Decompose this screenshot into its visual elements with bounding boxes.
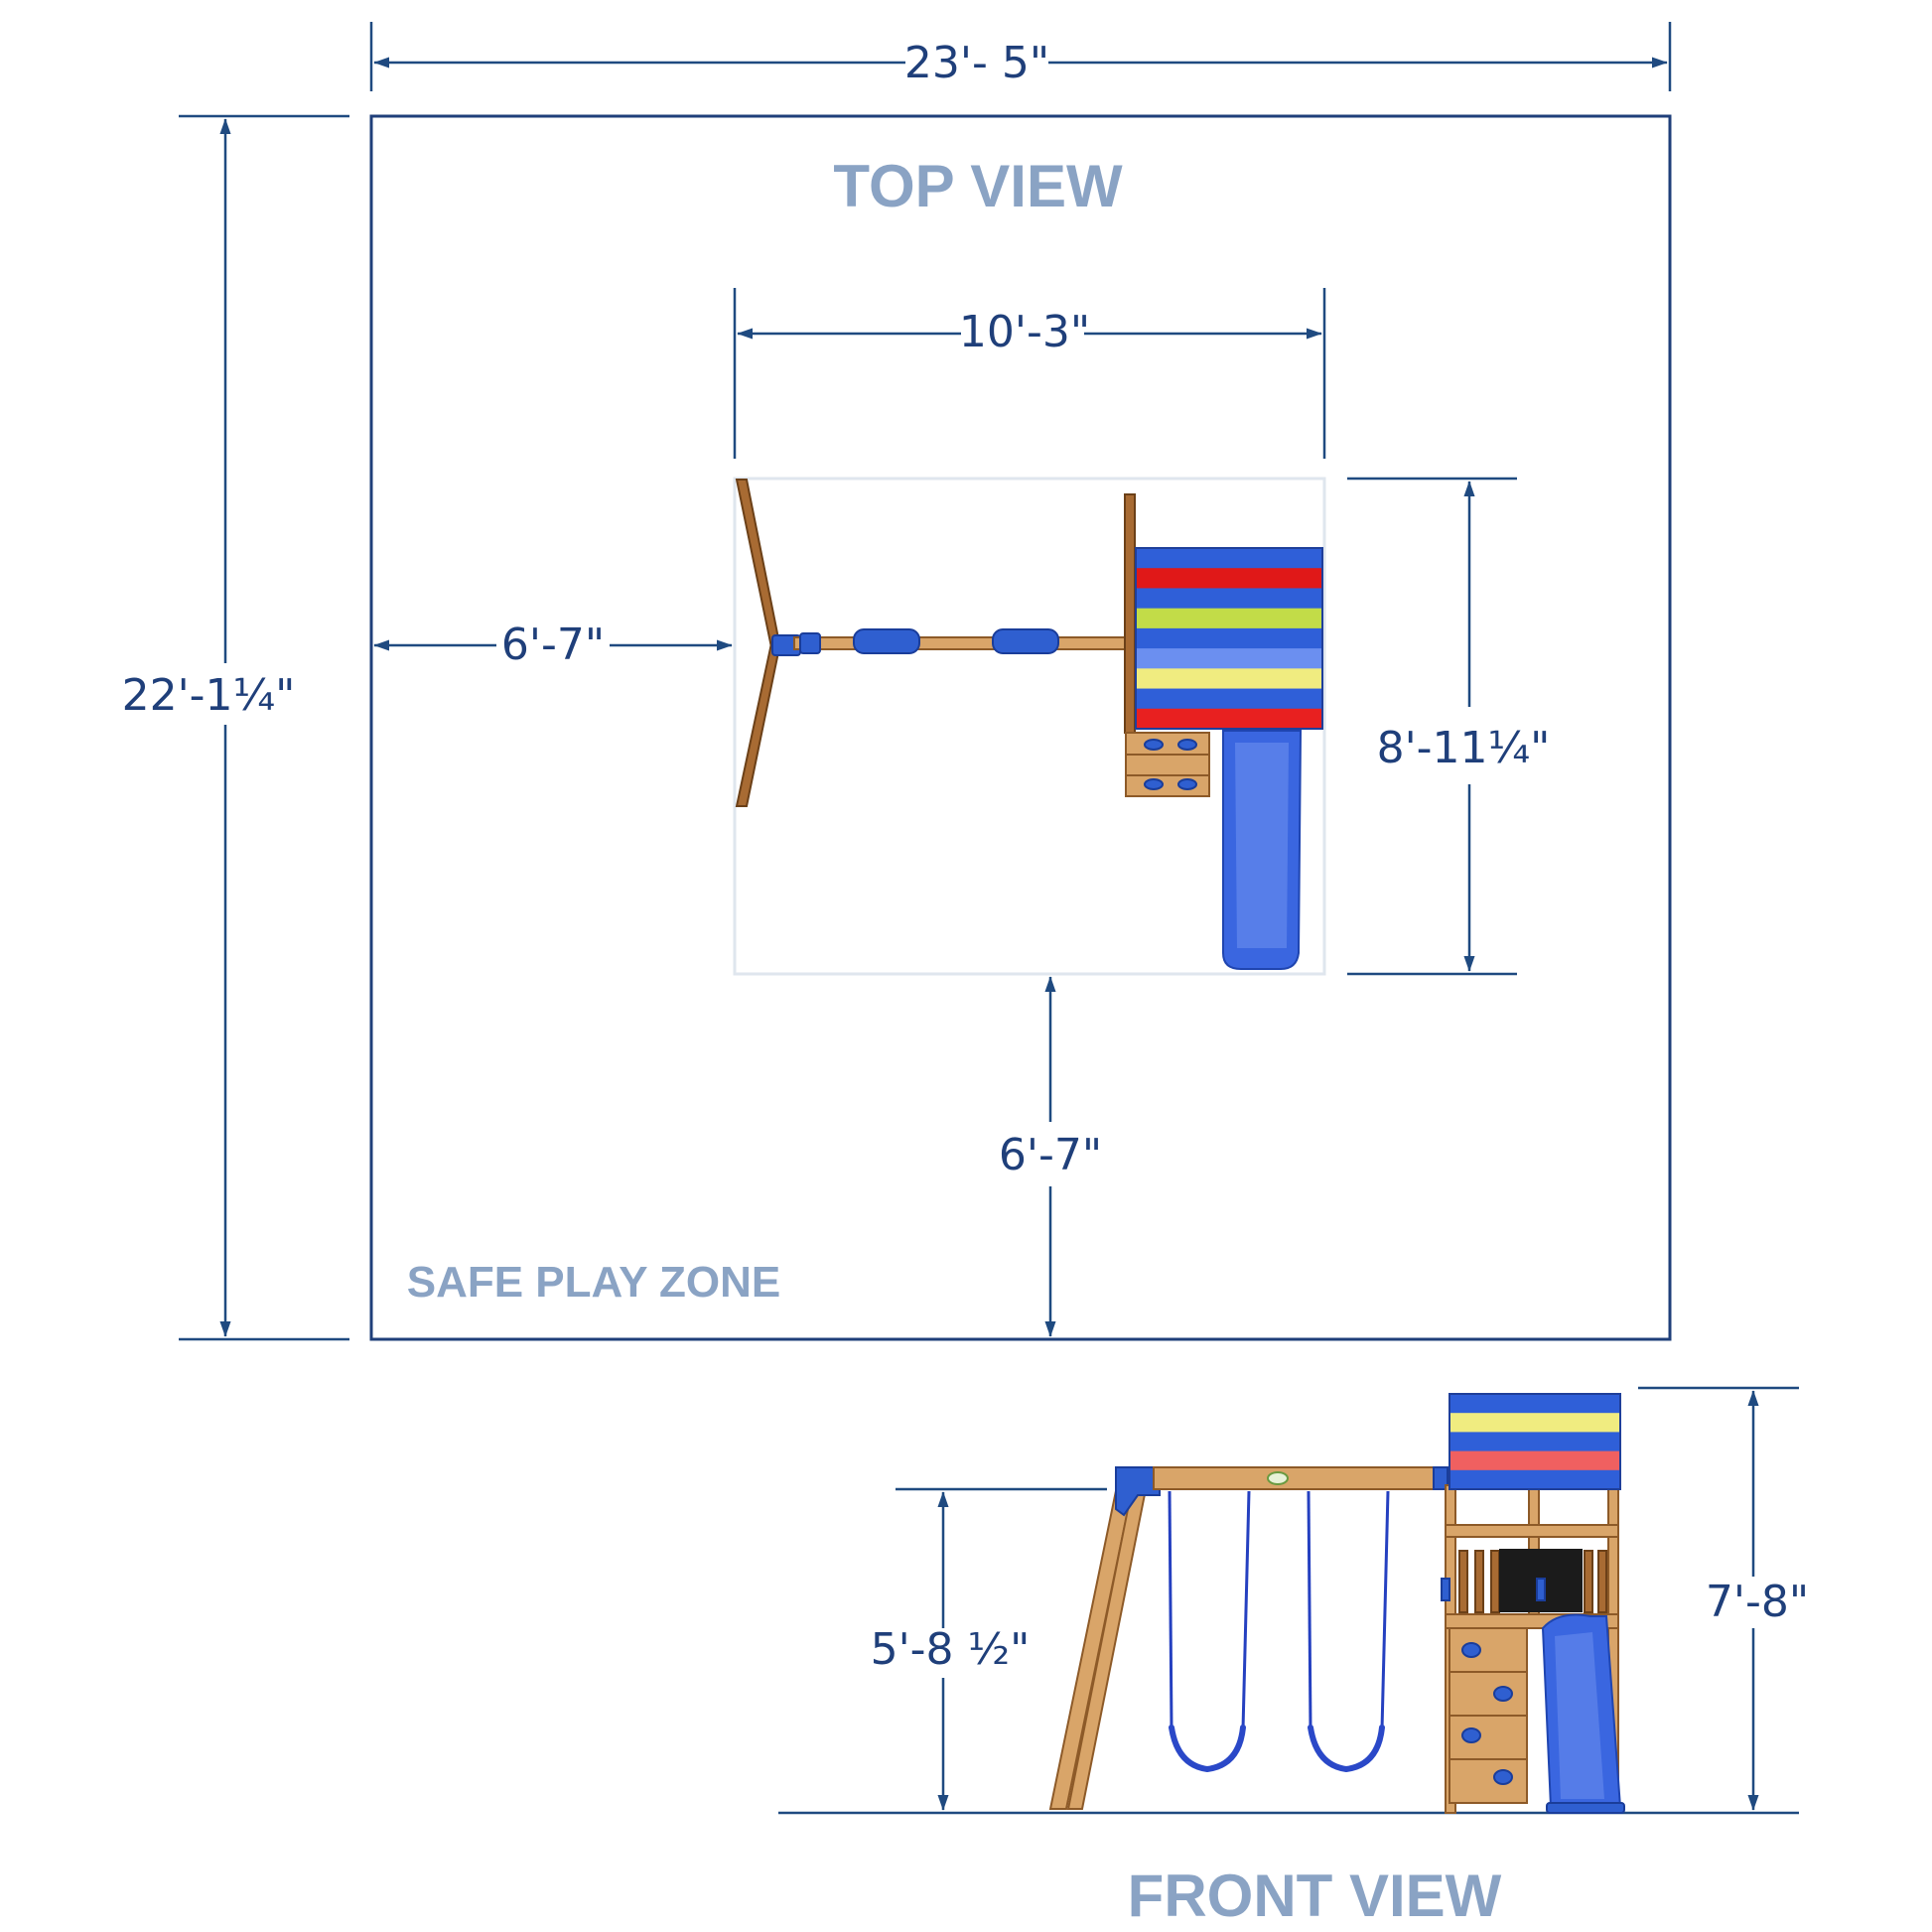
safe-play-zone-label: SAFE PLAY ZONE xyxy=(407,1258,781,1307)
fort-post-left xyxy=(1124,493,1136,734)
top-slide xyxy=(1222,730,1303,970)
product-depth-label: 8'-11¼" xyxy=(1377,723,1551,773)
front-roof-stripe xyxy=(1449,1450,1620,1471)
overall-depth-dimension: 22'-1¼" xyxy=(122,114,349,1341)
beam-clamp xyxy=(799,632,821,654)
front-swing-2 xyxy=(1307,1490,1390,1773)
top-fort-roof xyxy=(1135,547,1323,730)
left-clearance-label: 6'-7" xyxy=(501,620,605,670)
top-roof-outline xyxy=(1135,547,1323,730)
climbing-hold xyxy=(1461,1642,1481,1658)
bottom-clearance-dimension: 6'-7" xyxy=(999,976,1102,1337)
climbing-hold xyxy=(1493,1686,1513,1702)
top-roof-stripe xyxy=(1136,627,1322,649)
swing-beam-height-label: 5'-8 ½" xyxy=(871,1624,1031,1675)
top-roof-stripe xyxy=(1136,548,1322,569)
top-swing-seat-1 xyxy=(853,628,920,654)
top-roof-stripe xyxy=(1136,668,1322,690)
front-roof-stripe xyxy=(1449,1394,1620,1414)
front-view-title: FRONT VIEW xyxy=(1128,1863,1502,1929)
top-roof-stripe xyxy=(1136,688,1322,710)
left-clearance-dimension: 6'-7" xyxy=(373,620,733,670)
front-swing-1 xyxy=(1168,1490,1251,1773)
top-swing-beam xyxy=(793,636,1135,650)
front-swing-beam xyxy=(1153,1466,1443,1490)
overall-height-dimension: 7'-8" xyxy=(1638,1386,1809,1811)
top-a-frame xyxy=(735,479,801,807)
front-roof-stripe xyxy=(1449,1413,1620,1433)
bottom-clearance-label: 6'-7" xyxy=(999,1130,1102,1180)
front-roof-stripe xyxy=(1449,1469,1620,1490)
top-roof-stripe xyxy=(1136,708,1322,730)
beam-end-bracket xyxy=(1433,1466,1449,1490)
overall-width-dimension: 23'- 5" xyxy=(369,22,1672,91)
overall-width-label: 23'- 5" xyxy=(904,38,1049,88)
top-view-title: TOP VIEW xyxy=(833,153,1123,219)
top-view: TOP VIEW SAFE PLAY ZONE 23'- 5" 22'-1¼" … xyxy=(122,22,1672,1341)
top-swing-seat-2 xyxy=(992,628,1059,654)
product-depth-dimension: 8'-11¼" xyxy=(1347,477,1551,976)
logo-badge xyxy=(1267,1471,1289,1485)
product-footprint xyxy=(733,477,1326,976)
top-roof-stripe xyxy=(1136,588,1322,610)
overall-height-label: 7'-8" xyxy=(1706,1577,1809,1627)
front-a-frame xyxy=(1048,1466,1161,1810)
front-view: 5'-8 ½" 7'-8" FRONT VIEW xyxy=(778,1386,1809,1929)
front-roof-stripe xyxy=(1449,1432,1620,1452)
top-roof-stripe xyxy=(1136,648,1322,669)
swing-beam-height-dimension: 5'-8 ½" xyxy=(871,1487,1107,1811)
overall-depth-label: 22'-1¼" xyxy=(122,670,296,721)
safe-play-zone-frame xyxy=(369,114,1672,1341)
front-roof-outline xyxy=(1449,1393,1621,1490)
top-roof-stripe xyxy=(1136,608,1322,629)
climbing-hold xyxy=(1493,1769,1513,1785)
climbing-hold xyxy=(1461,1727,1481,1743)
front-slide xyxy=(1541,1613,1625,1814)
top-roof-stripe xyxy=(1136,568,1322,589)
top-climbing-wall xyxy=(1125,732,1210,797)
product-width-label: 10'-3" xyxy=(959,307,1090,357)
product-width-dimension: 10'-3" xyxy=(733,288,1326,459)
front-fort-roof xyxy=(1449,1393,1621,1490)
